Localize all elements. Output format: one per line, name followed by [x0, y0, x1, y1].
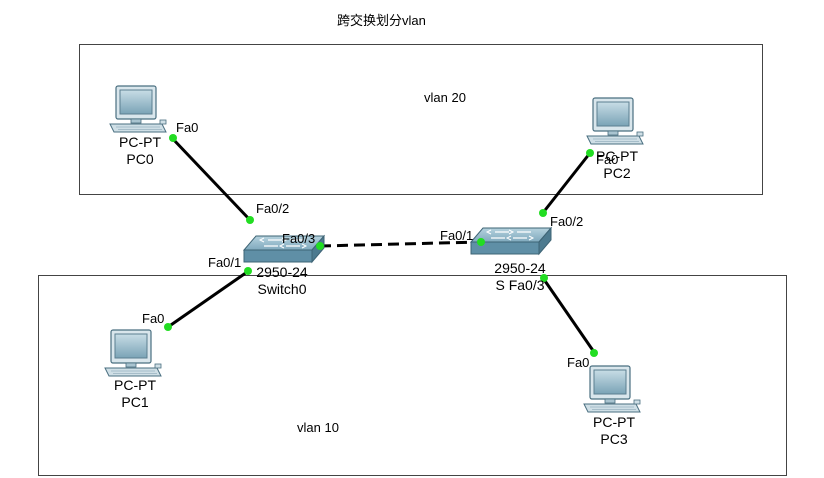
port-dot [246, 216, 254, 224]
switch0-model: 2950-24 [256, 264, 308, 280]
port-dot [540, 274, 548, 282]
pc1-model: PC-PT [114, 377, 156, 393]
port-label-switch0-fa0-1: Fa0/1 [208, 255, 242, 270]
vlan10-label: vlan 10 [297, 420, 339, 435]
port-dot [477, 238, 485, 246]
pc3-model: PC-PT [593, 414, 635, 430]
vlan20-label: vlan 20 [424, 90, 466, 105]
pc2-label[interactable]: PC-PT PC2 [587, 148, 647, 182]
switch1-model: 2950-24 [494, 260, 546, 276]
port-dot [590, 349, 598, 357]
pc2-icon[interactable] [586, 97, 644, 145]
port-dot [169, 134, 177, 142]
link-pc1-switch0[interactable] [167, 268, 251, 329]
switch1-label[interactable]: 2950-24 S Fa0/3 [482, 260, 558, 294]
pc3-name: PC3 [600, 431, 628, 447]
pc2-name: PC2 [603, 165, 631, 181]
pc1-icon[interactable] [104, 329, 162, 377]
port-dot [316, 242, 324, 250]
port-label-switch0-fa0-3: Fa0/3 [282, 231, 316, 246]
port-label-pc2-fa0: Fa0 [596, 152, 619, 167]
port-dot [244, 267, 252, 275]
link-switch0-switch1[interactable] [319, 240, 481, 248]
pc3-label[interactable]: PC-PT PC3 [584, 414, 644, 448]
vlan10-zone [38, 275, 787, 476]
pc1-label[interactable]: PC-PT PC1 [105, 377, 165, 411]
link-pc2-switch1[interactable] [540, 152, 592, 215]
port-dot [539, 209, 547, 217]
port-label-pc1-fa0: Fa0 [142, 311, 165, 326]
port-dot [586, 149, 594, 157]
port-label-switch0-fa0-2: Fa0/2 [256, 201, 290, 216]
pc2-model: PC-PT [596, 148, 638, 164]
pc1-name: PC1 [121, 394, 149, 410]
switch0-label[interactable]: 2950-24 Switch0 [244, 264, 320, 298]
port-label-pc3-fa0: Fa0 [567, 355, 590, 370]
switch1-name: S Fa0/3 [495, 277, 545, 293]
pc0-model: PC-PT [119, 134, 161, 150]
page-title: 跨交换划分vlan [337, 13, 426, 28]
pc0-label[interactable]: PC-PT PC0 [110, 134, 170, 168]
port-label-switch1-fa0-1: Fa0/1 [440, 228, 474, 243]
vlan20-zone [79, 44, 763, 195]
switch0-name: Switch0 [257, 281, 307, 297]
link-pc3-switch1[interactable] [541, 277, 596, 353]
link-pc0-switch0[interactable] [170, 136, 252, 222]
port-dot [164, 323, 172, 331]
pc0-icon[interactable] [109, 85, 167, 133]
pc3-icon[interactable] [583, 365, 641, 413]
port-label-switch1-fa0-2: Fa0/2 [550, 214, 584, 229]
pc0-name: PC0 [126, 151, 154, 167]
port-label-pc0-fa0: Fa0 [176, 120, 199, 135]
